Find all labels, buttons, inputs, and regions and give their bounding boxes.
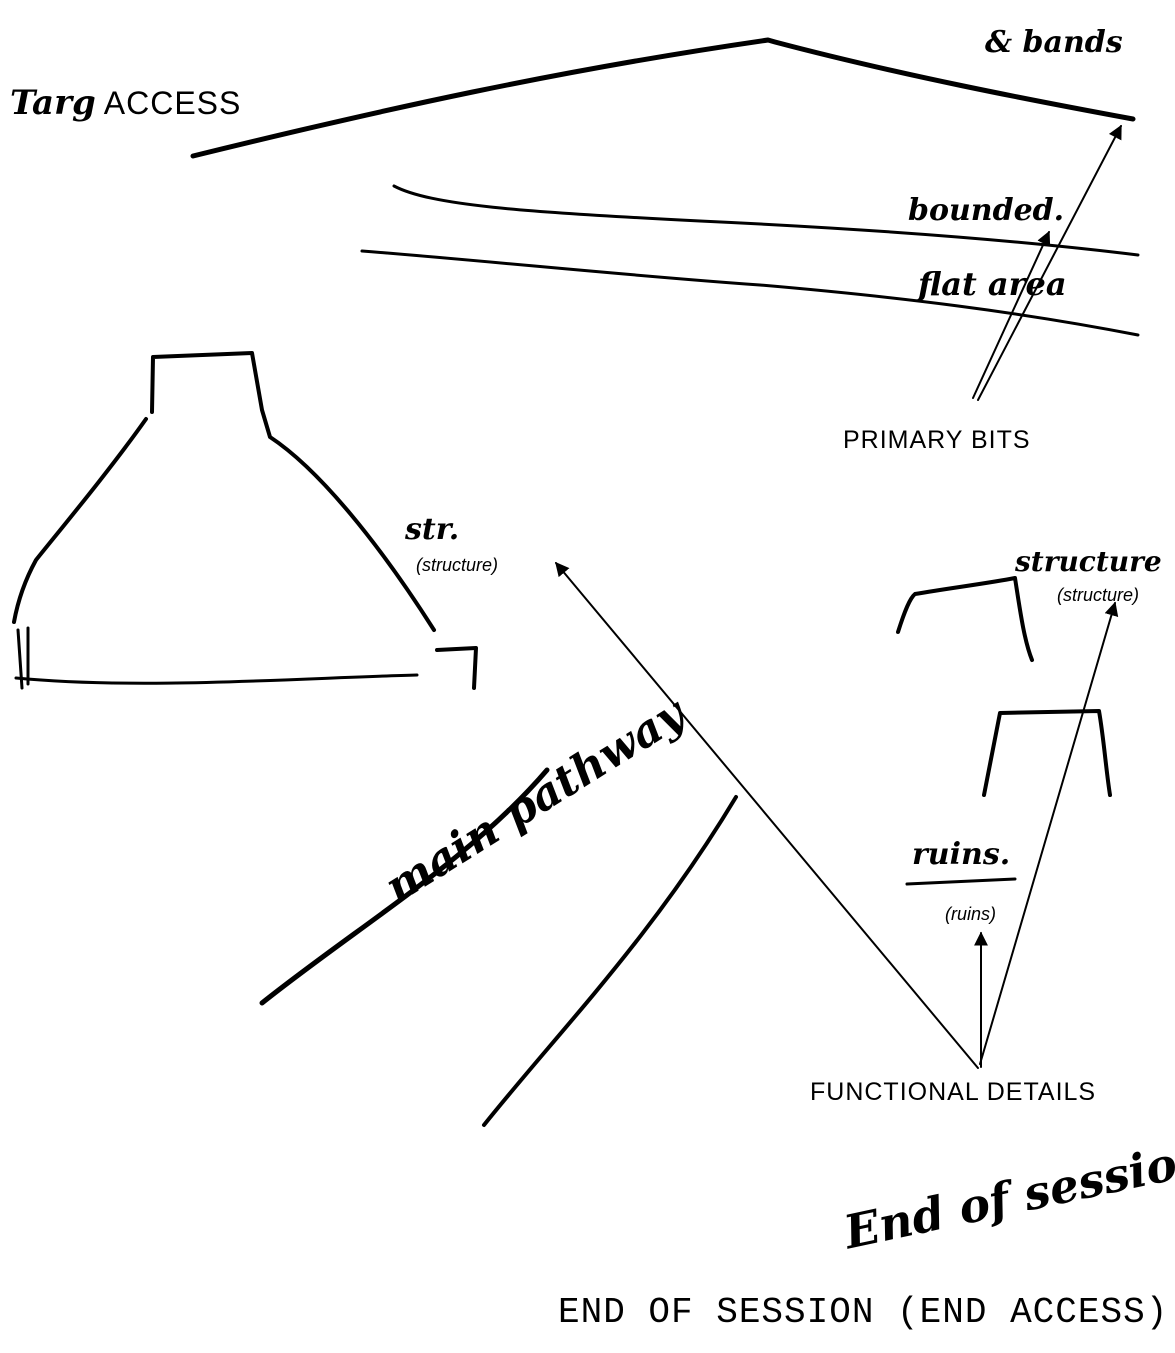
structure-left-gloss: (structure) — [416, 556, 498, 574]
ruins-gloss: (ruins) — [945, 905, 996, 923]
bands-handwritten: & bands — [985, 28, 1123, 58]
flat-area-handwritten: flat area — [918, 268, 1067, 300]
left-structure-base — [16, 675, 417, 683]
bounded-handwritten: bounded. — [908, 196, 1064, 226]
functional-details-label: FUNCTIONAL DETAILS — [810, 1080, 1096, 1105]
right-structure-upper — [898, 578, 1032, 660]
ruins-handwritten: ruins. — [912, 840, 1010, 870]
primary-arrow-bounded — [973, 232, 1049, 398]
primary-arrow-ridge — [978, 126, 1121, 400]
structure-right-handwritten: structure — [1015, 548, 1162, 576]
structure-right-gloss: (structure) — [1057, 586, 1139, 604]
end-session-label: END OF SESSION (END ACCESS) — [558, 1295, 1168, 1331]
structure-left-handwritten: str. — [405, 515, 459, 545]
target-handwritten: Targ — [10, 86, 96, 120]
ruins-underline — [907, 879, 1015, 884]
primary-bits-label: PRIMARY BITS — [843, 428, 1031, 453]
right-structure-lower — [984, 711, 1110, 795]
target-access-heading: Targ ACCESS — [10, 86, 241, 120]
access-label: ACCESS — [104, 87, 242, 119]
left-structure-hook — [437, 648, 476, 688]
left-structure-outline — [14, 353, 434, 630]
arrow-to-right-structure — [980, 603, 1115, 1064]
arrow-to-left-structure — [556, 563, 978, 1068]
pathway-right-edge — [484, 797, 736, 1125]
